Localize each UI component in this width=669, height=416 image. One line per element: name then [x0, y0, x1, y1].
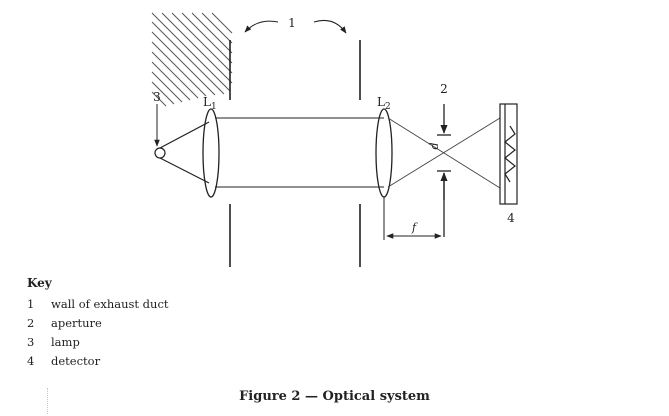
key-title: Key — [27, 276, 52, 290]
key-item: 4 detector — [27, 352, 169, 371]
key-item-text: wall of exhaust duct — [51, 297, 169, 311]
key-item-text: detector — [51, 354, 101, 368]
key-item-number: 2 — [27, 316, 35, 330]
key-item: 2 aperture — [27, 314, 169, 333]
collimated-beam — [215, 117, 384, 188]
aperture — [437, 104, 451, 237]
lens-l2 — [375, 108, 393, 198]
wall-callout-arrows — [244, 19, 347, 34]
key-item-number: 1 — [27, 297, 35, 311]
duct-walls — [229, 40, 361, 267]
callout-4-label: 4 — [507, 211, 515, 225]
key-item-text: aperture — [51, 316, 102, 330]
callout-1-label: 1 — [288, 16, 296, 30]
key-item: 3 lamp — [27, 333, 169, 352]
lens-l1-subscript: 1 — [211, 102, 217, 112]
key-item-number: 3 — [27, 335, 35, 349]
aperture-diameter-label: d — [428, 142, 441, 149]
key-item: 1 wall of exhaust duct — [27, 295, 169, 314]
lens-l1 — [202, 108, 220, 198]
figure-caption: Figure 2 — Optical system — [239, 389, 430, 404]
focal-length-dimension — [383, 197, 442, 240]
lens-l2-subscript: 2 — [385, 102, 391, 112]
optical-system-diagram: 1 3 L 1 L 2 2 d f 4 — [151, 12, 518, 267]
lens-l1-label: L — [203, 95, 211, 109]
lens-l2-label: L — [377, 95, 385, 109]
callout-3-label: 3 — [153, 90, 161, 104]
duct-wall-hatching — [151, 12, 233, 107]
key-item-number: 4 — [27, 354, 35, 368]
focal-length-label: f — [411, 221, 418, 234]
margin-rule — [47, 388, 48, 414]
key-item-text: lamp — [51, 335, 80, 349]
callout-2-label: 2 — [440, 82, 448, 96]
lamp — [154, 121, 210, 184]
detector — [499, 103, 518, 205]
figure-key: Key 1 wall of exhaust duct 2 aperture 3 lam… — [27, 276, 169, 371]
focused-rays — [387, 117, 501, 189]
